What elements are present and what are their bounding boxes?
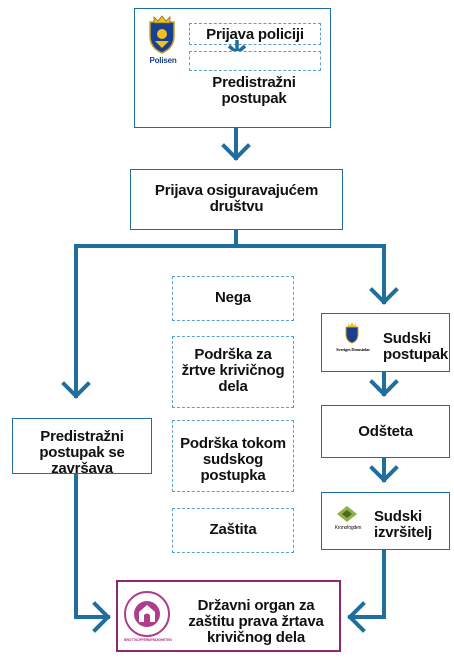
court-logo-text: Sveriges Domstolar: [336, 347, 370, 352]
court-support-label: Podrška tokom sudskog postupka: [180, 435, 286, 485]
compensation-label: Odšteta: [358, 423, 413, 440]
inner-dashed-box: [189, 51, 321, 71]
insurance-label: Prijava osiguravajućem društvu: [154, 182, 319, 216]
protection-box: [172, 508, 294, 553]
enforcement-box: [321, 492, 450, 550]
care-label: Nega: [215, 289, 251, 306]
police-logo-text: Polisen: [149, 56, 177, 65]
preliminary-investigation-label: Predistražni postupak: [212, 74, 296, 108]
authority-logo-text: BROTTSOFFERMYNDIGHETEN: [124, 638, 172, 642]
enforcement-logo-icon: [337, 506, 357, 522]
court-crest-icon: [345, 322, 359, 344]
authority-label: Državni organ za zaštitu prava žrtava kr…: [188, 597, 324, 647]
court-support-box: [172, 420, 294, 492]
enforcement-logo-text: Kronofogden: [334, 525, 362, 531]
investigation-ended-box: [12, 418, 152, 474]
compensation-box: [321, 405, 450, 458]
investigation-ended-label: Predistražni postupak se završava: [39, 428, 125, 478]
insurance-box: [130, 169, 343, 230]
report-to-police-box: [189, 23, 321, 45]
report-to-police-label: Prijava policiji: [206, 26, 304, 43]
court-label: Sudski postupak: [383, 330, 449, 364]
care-box: [172, 276, 294, 321]
authority-logo-icon: [124, 591, 170, 637]
protection-label: Zaštita: [209, 521, 257, 538]
enforcement-label: Sudski izvršitelj: [374, 508, 433, 542]
police-crest-icon: [149, 15, 175, 54]
victim-support-label: Podrška za žrtve krivičnog dela: [181, 346, 285, 396]
court-box: [321, 313, 450, 372]
victim-support-box: [172, 336, 294, 408]
